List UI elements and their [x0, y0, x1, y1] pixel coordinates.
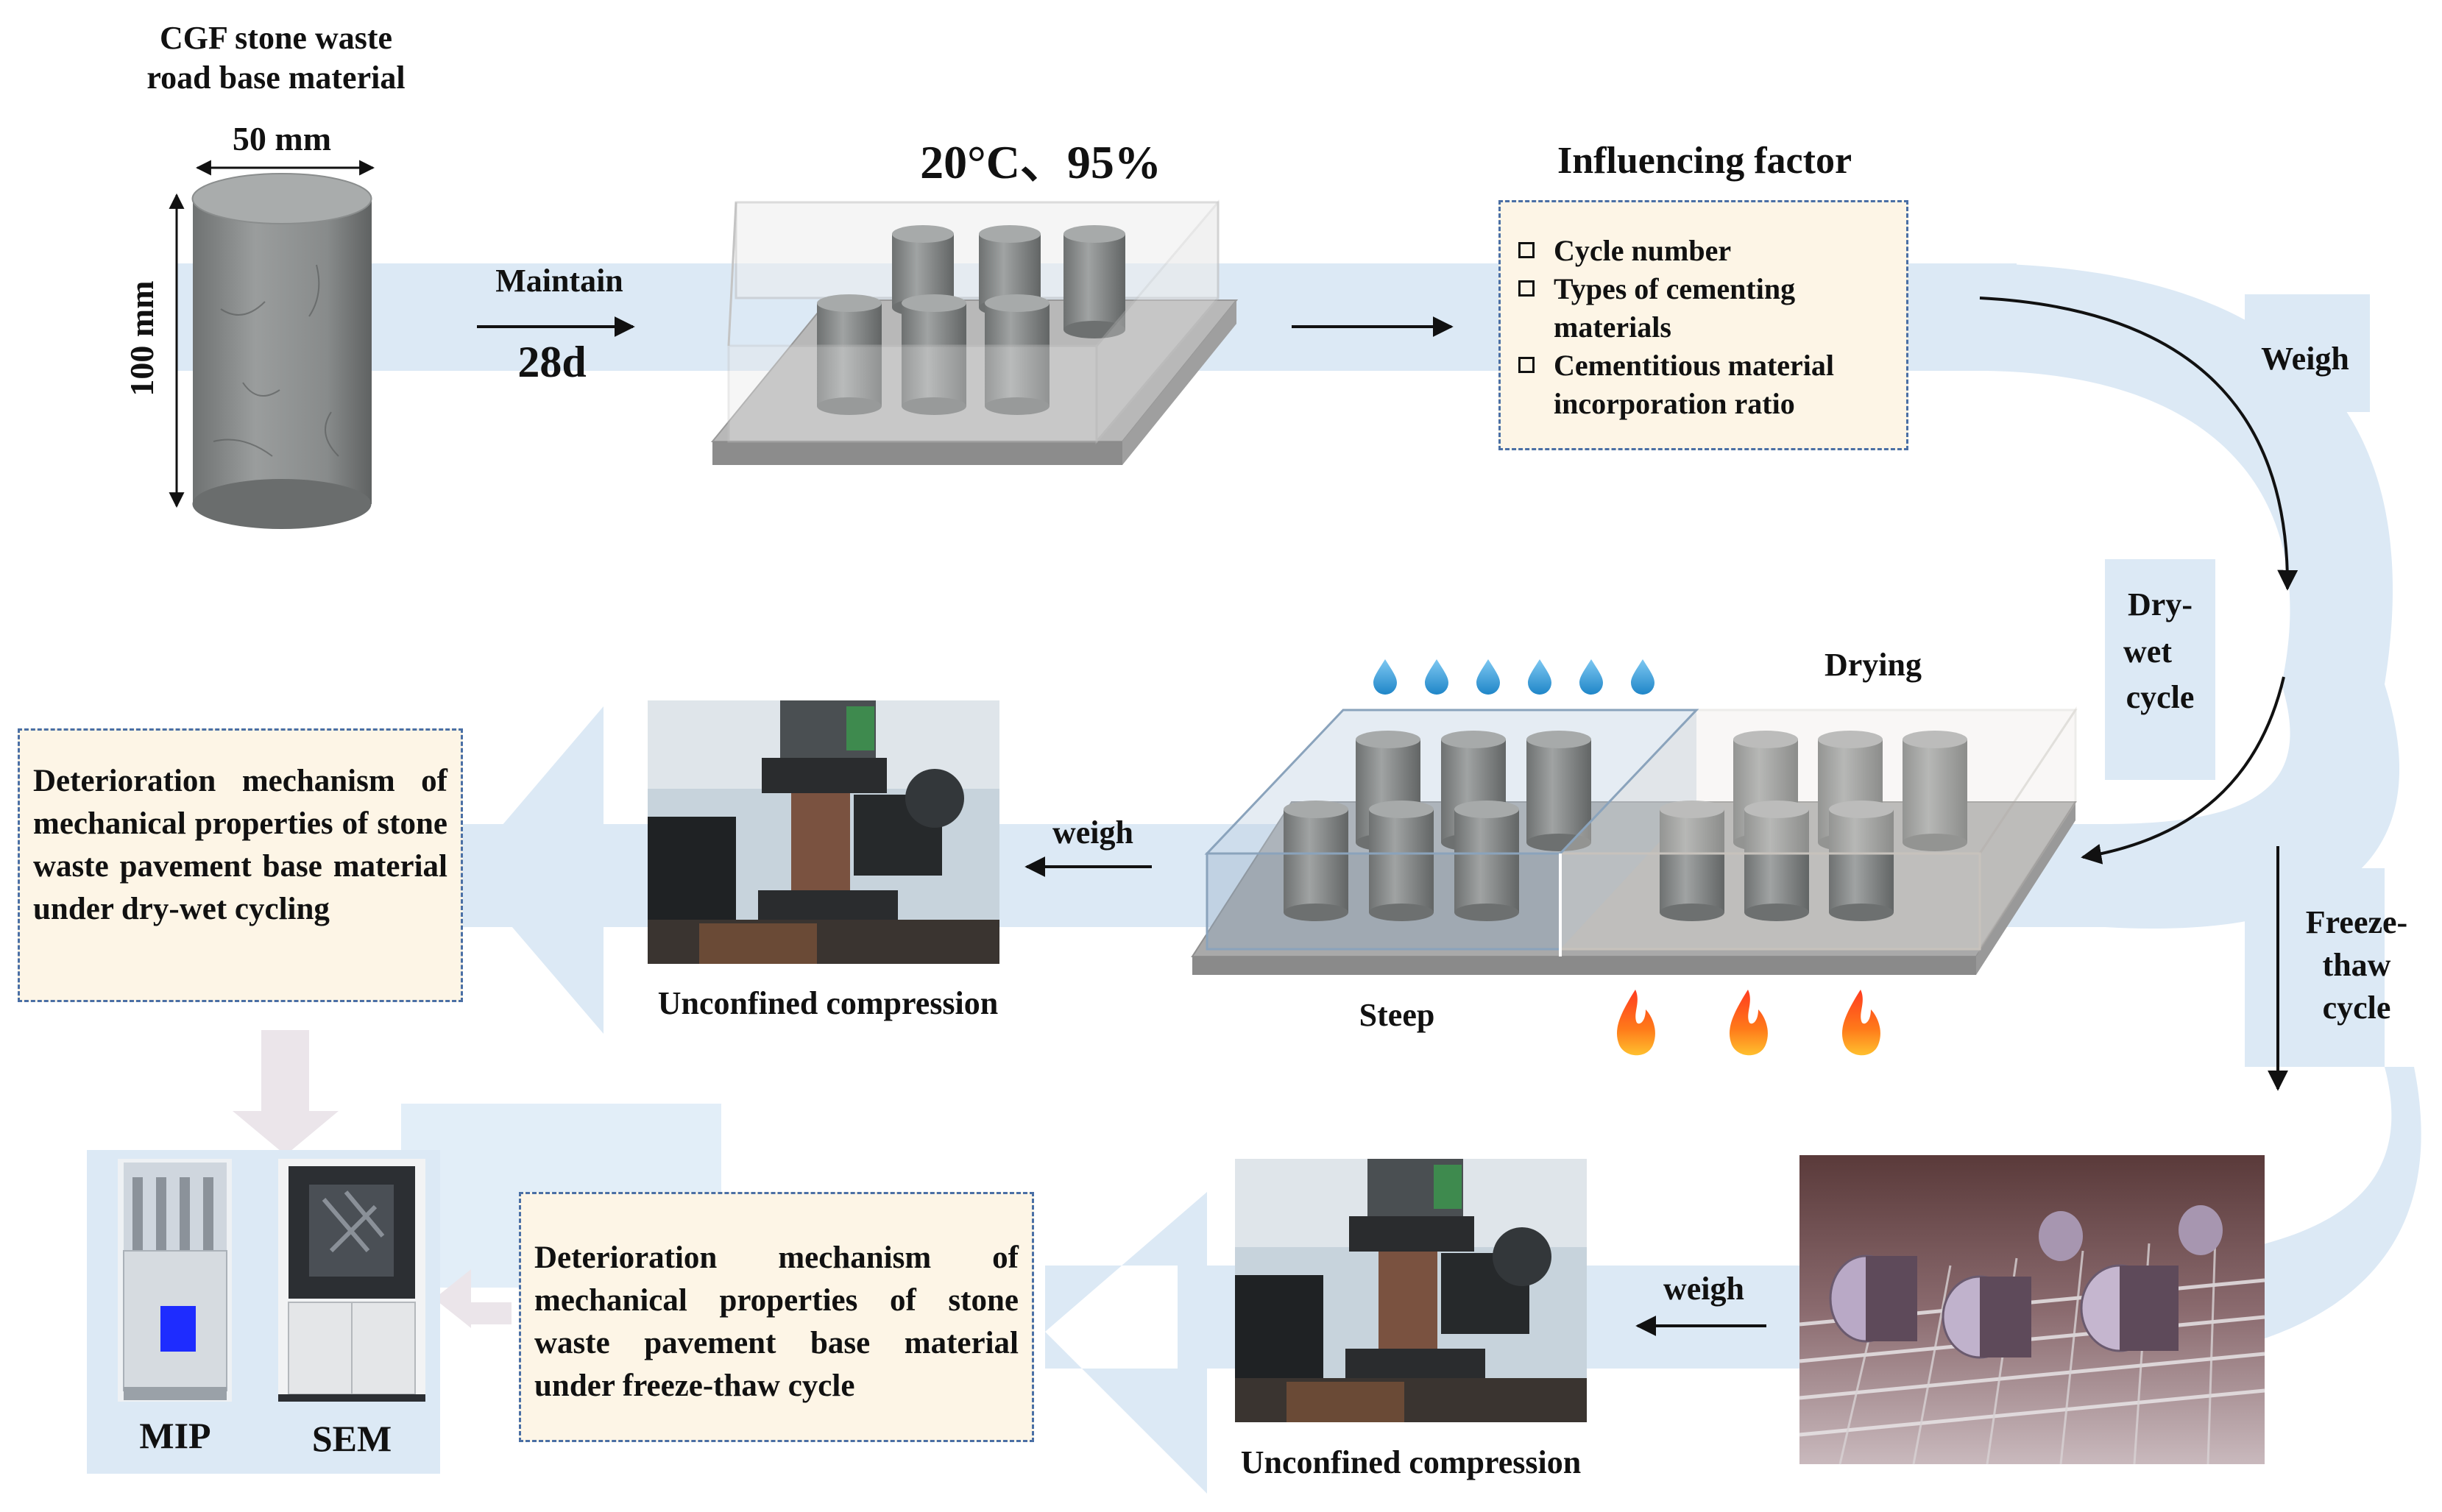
flame-icon: [1729, 990, 1768, 1056]
down-arrow: [233, 1030, 339, 1155]
factor-text: incorporation ratio: [1554, 387, 1795, 420]
frozen-specimens: [1829, 1205, 2223, 1359]
factor-item: Cementitious material incorporation rati…: [1515, 347, 1894, 423]
dimension-lines: [169, 160, 375, 508]
steep-drying-tray: [1191, 706, 2078, 975]
days-label: 28d: [517, 338, 586, 386]
factor-text: materials: [1554, 310, 1671, 344]
water-drop-icon: [1425, 659, 1448, 695]
dry-wet-mechanism-text: Deterioration mechanism of mechanical pr…: [33, 764, 447, 926]
mip-label: MIP: [139, 1415, 210, 1456]
height-label: 100 mm: [123, 280, 160, 396]
factor-text: Types of cementing: [1554, 272, 1796, 305]
drying-label: Drying: [1825, 647, 1922, 683]
influencing-title: Influencing factor: [1557, 140, 1852, 182]
factor-item: Cycle number: [1515, 232, 1894, 270]
checkbox-icon: [1518, 280, 1535, 297]
freeze-thaw-mechanism-box: Deterioration mechanism of mechanical pr…: [519, 1192, 1034, 1442]
freezer-photo: [1799, 1155, 2265, 1465]
weigh-top-label: Weigh: [2261, 341, 2349, 377]
checkbox-icon: [1518, 357, 1535, 373]
water-drop-icons: [1373, 659, 1654, 695]
curing-tray: [710, 199, 1239, 465]
steep-label: Steep: [1359, 997, 1435, 1033]
water-drop-icon: [1373, 659, 1397, 695]
maintain-label: Maintain: [495, 263, 623, 299]
water-drop-icon: [1631, 659, 1654, 695]
dry-wet-curve-arrow: [2081, 676, 2285, 865]
freeze-thaw-mechanism-text: Deterioration mechanism of mechanical pr…: [534, 1241, 1019, 1403]
freeze-thaw-line3: cycle: [2323, 990, 2391, 1026]
dry-wet-line2: wet: [2123, 633, 2172, 670]
factor-text: Cycle number: [1554, 234, 1732, 267]
weigh-curve-arrow: [1979, 297, 2298, 591]
water-drop-icon: [1476, 659, 1500, 695]
compression-photo: [1235, 1159, 1587, 1422]
dry-wet-mechanism-box: Deterioration mechanism of mechanical pr…: [18, 728, 463, 1002]
factor-text: Cementitious material: [1554, 349, 1835, 382]
freeze-thaw-weigh-label: weigh: [1663, 1271, 1744, 1307]
dry-wet-line1: Dry-: [2128, 586, 2193, 622]
width-label: 50 mm: [233, 120, 331, 157]
mip-instrument: [118, 1159, 232, 1402]
dry-wet-weigh-label: weigh: [1052, 814, 1133, 851]
flame-icons: [1616, 990, 1880, 1056]
left-arrow: [434, 1269, 512, 1328]
curing-specimens: [817, 225, 1125, 415]
drying-specimens: [1660, 731, 1967, 921]
flame-icon: [1616, 990, 1655, 1056]
dry-wet-line3: cycle: [2126, 679, 2195, 715]
flame-icon: [1841, 990, 1880, 1056]
freeze-thaw-line1: Freeze-: [2306, 904, 2407, 940]
water-drop-icon: [1528, 659, 1551, 695]
steep-specimens: [1284, 731, 1591, 921]
factor-item: Types of cementing materials: [1515, 270, 1894, 347]
conditions-label: 20°C、95%: [920, 136, 1161, 188]
sem-label: SEM: [312, 1418, 392, 1459]
water-drop-icon: [1579, 659, 1603, 695]
compression-photo: [648, 700, 999, 964]
compression-label-1: Unconfined compression: [658, 985, 998, 1021]
specimen-cylinder: [191, 173, 372, 529]
specimen-title-line2: road base material: [146, 60, 405, 96]
influencing-factor-box: Cycle number Types of cementing material…: [1498, 200, 1908, 450]
sem-instrument: [278, 1159, 425, 1402]
specimen-title-line1: CGF stone waste: [160, 20, 392, 56]
freeze-thaw-line2: thaw: [2323, 947, 2391, 983]
checkbox-icon: [1518, 242, 1535, 258]
compression-label-2: Unconfined compression: [1241, 1444, 1581, 1480]
